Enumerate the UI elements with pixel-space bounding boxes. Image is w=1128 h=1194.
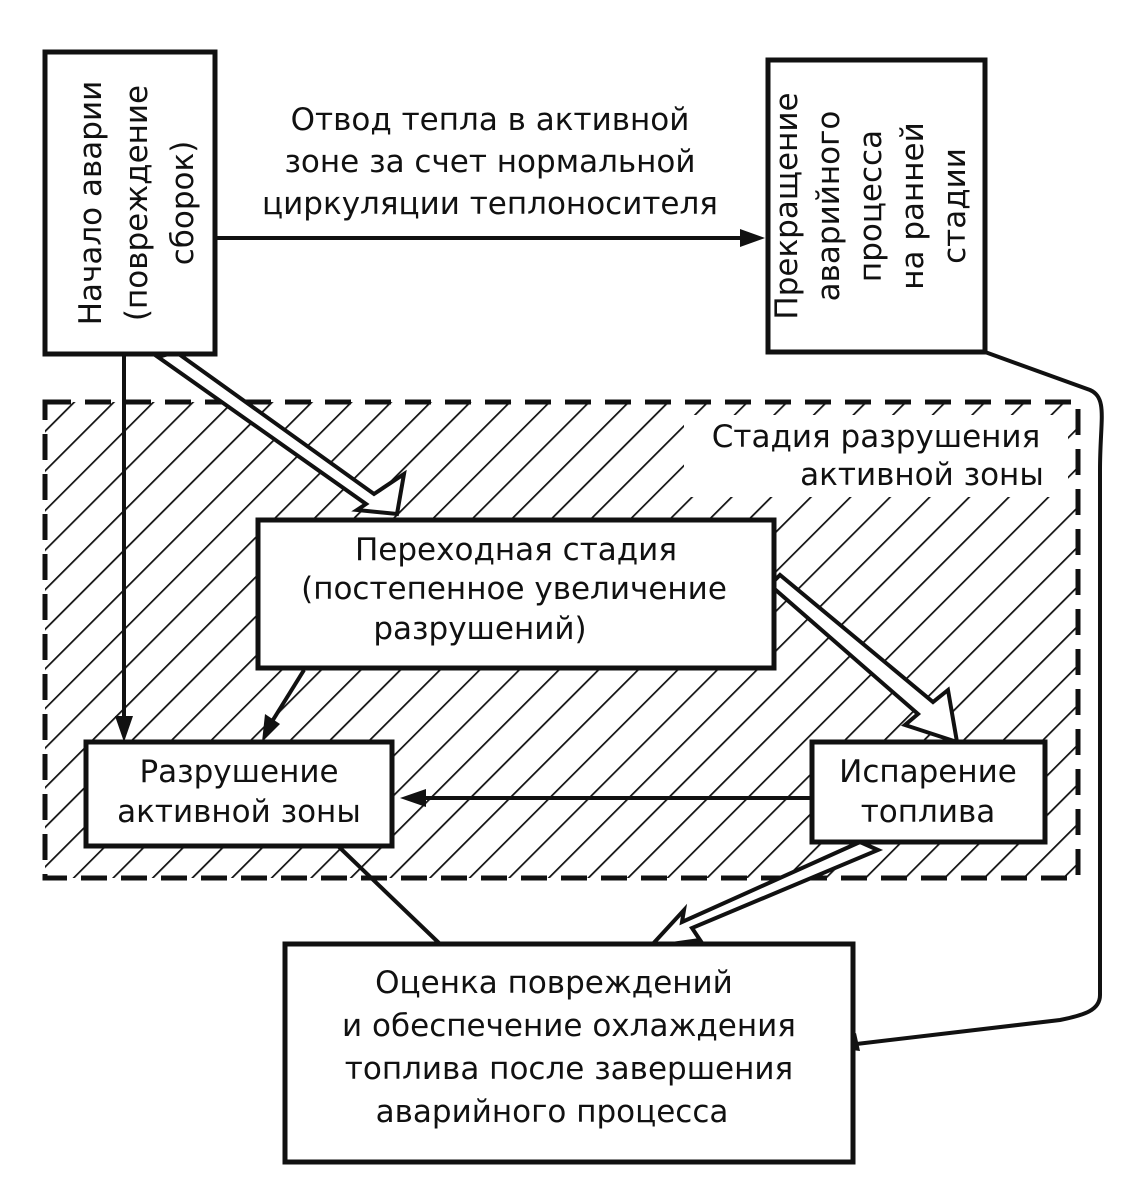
core-destruction-line-2: активной зоны — [117, 794, 361, 830]
transition-line-2: (постепенное увеличение — [301, 571, 727, 607]
fuel-evaporation-box — [809, 739, 1048, 845]
double-arrow-transition-to-evaporation — [767, 572, 960, 745]
stage-region-border — [42, 399, 1081, 881]
transition-line-3: разрушений) — [373, 611, 586, 647]
termination-box-text: Прекращение аварийного процесса на ранне… — [769, 92, 973, 319]
assessment-line-2: и обеспечение охлаждения — [342, 1008, 796, 1044]
line-termination-to-assessment — [847, 350, 1104, 1047]
assessment-box-text: Оценка повреждений и обеспечение охлажде… — [342, 965, 796, 1130]
line-core-destruction-to-assessment — [336, 844, 442, 946]
heat-removal-line-2: зоне за счет нормальной — [284, 144, 695, 180]
core-destruction-box — [83, 739, 395, 849]
assessment-line-4: аварийного процесса — [376, 1094, 729, 1130]
heat-removal-label: Отвод тепла в активной зоне за счет норм… — [262, 102, 718, 222]
arrowhead-transition-core — [262, 714, 280, 742]
transition-box-text: Переходная стадия (постепенное увеличени… — [301, 532, 727, 647]
termination-line-5: стадии — [937, 148, 973, 264]
stage-region-label: Стадия разрушения активной зоны — [712, 419, 1044, 493]
termination-line-4: на ранней — [895, 122, 931, 290]
assessment-line-1: Оценка повреждений — [375, 965, 733, 1001]
termination-line-2: аварийного — [811, 111, 847, 302]
core-destruction-line-1: Разрушение — [139, 754, 338, 790]
start-box-line-3: сборок) — [165, 141, 201, 266]
fuel-evaporation-line-2: топлива — [861, 794, 996, 830]
transition-line-1: Переходная стадия — [355, 532, 677, 568]
core-destruction-box-text: Разрушение активной зоны — [117, 754, 361, 830]
heat-removal-line-3: циркуляции теплоносителя — [262, 186, 718, 222]
start-box — [42, 49, 218, 357]
stage-region-line-2: активной зоны — [800, 457, 1044, 493]
start-box-line-1: Начало аварии — [73, 81, 109, 326]
start-box-text: Начало аварии (повреждение сборок) — [73, 81, 201, 326]
stage-region-line-1: Стадия разрушения — [712, 419, 1040, 455]
arrowhead-evap-core — [400, 789, 426, 807]
stage-region-label-bg — [684, 415, 1068, 497]
termination-line-1: Прекращение — [769, 92, 805, 319]
transition-box — [255, 517, 777, 671]
heat-removal-line-1: Отвод тепла в активной — [291, 102, 690, 138]
assessment-box — [282, 941, 856, 1165]
arrowhead-core-destruction — [115, 716, 133, 742]
termination-box — [765, 57, 988, 355]
start-box-line-2: (повреждение — [119, 85, 155, 321]
double-arrow-start-to-transition — [153, 349, 407, 517]
termination-line-3: процесса — [853, 130, 889, 282]
fuel-evaporation-box-text: Испарение топлива — [839, 754, 1017, 830]
fuel-evaporation-line-1: Испарение — [839, 754, 1017, 790]
arrow-transition-to-core-destruction — [266, 668, 306, 730]
assessment-line-3: топлива после завершения — [345, 1051, 793, 1087]
arrowhead-termination — [740, 229, 765, 247]
